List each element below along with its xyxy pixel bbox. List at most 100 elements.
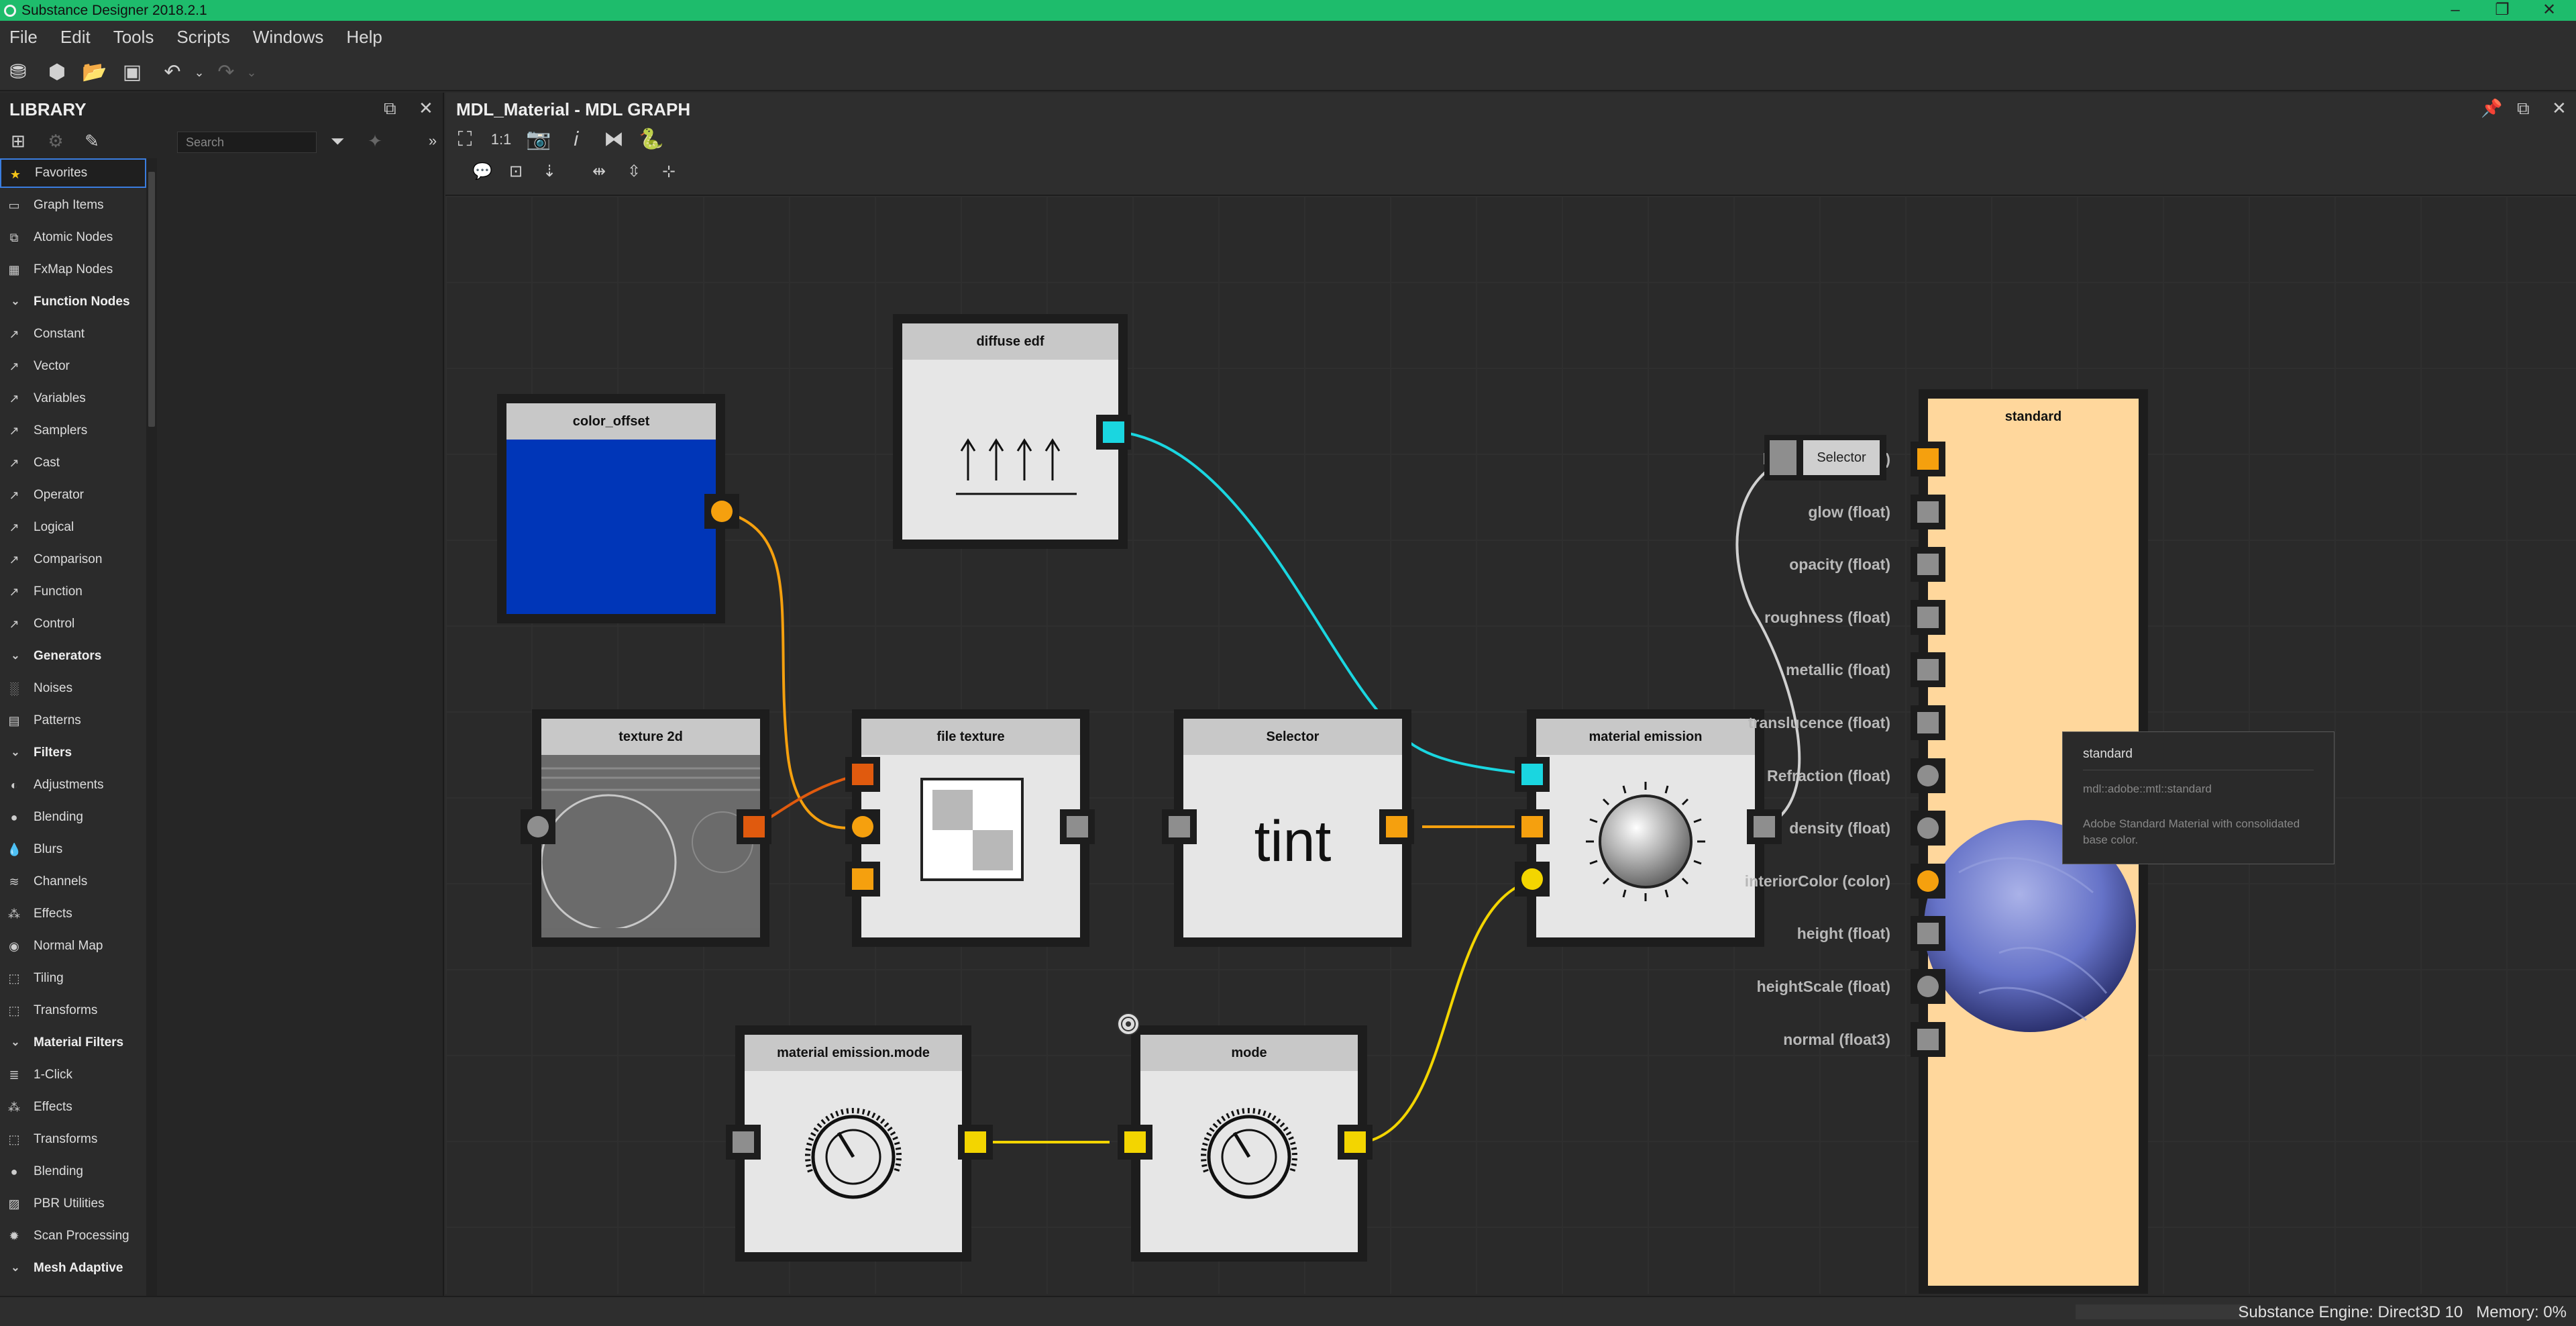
port-texture-2d-in[interactable] [521,809,555,844]
port-selector-out[interactable] [1379,809,1414,844]
port-standard-in-8[interactable] [1911,863,1945,899]
category-scrollbar[interactable] [146,158,157,1296]
library-category-material-filters[interactable]: ⌄Material Filters [0,1028,146,1058]
library-category-noises[interactable]: ░Noises [0,674,146,703]
library-category-logical[interactable]: ↗Logical [0,513,146,542]
settings-icon[interactable]: ⚙ [48,131,64,151]
library-category-mesh-adaptive[interactable]: ⌄Mesh Adaptive [0,1254,146,1283]
library-search-input[interactable]: Search [177,132,317,153]
filter-icon[interactable]: ⏷ [330,131,345,151]
port-emission-in-1[interactable] [1515,757,1550,792]
snap-grid-icon[interactable]: ⊹ [661,162,676,181]
port-emission-mode-out[interactable] [958,1125,993,1160]
library-category-pbr-utilities[interactable]: ▨PBR Utilities [0,1189,146,1219]
library-category-adjustments[interactable]: ◐Adjustments [0,770,146,800]
snapshot-icon[interactable]: 📷 [526,128,551,150]
collapse-icon[interactable]: » [428,132,437,149]
float-graph-icon[interactable]: ⧉ [2517,98,2530,118]
port-texture-2d-out[interactable] [737,809,771,844]
node-standard[interactable]: standard [1919,389,2148,1294]
port-standard-in-7[interactable] [1911,811,1945,846]
new-package-icon[interactable]: ⛃ [9,61,27,83]
menu-edit[interactable]: Edit [60,27,91,47]
library-category-blurs[interactable]: 💧Blurs [0,835,146,864]
library-category-transforms[interactable]: ⬚Transforms [0,996,146,1025]
graph-layout-icon[interactable]: ⧓ [604,128,624,150]
library-category-fxmap-nodes[interactable]: ▦FxMap Nodes [0,255,146,285]
node-material-emission[interactable]: material emission [1527,709,1764,947]
port-emission-in-2[interactable] [1515,809,1550,844]
port-standard-in-11[interactable] [1911,1021,1945,1057]
library-category-operator[interactable]: ↗Operator [0,480,146,510]
add-filter-icon[interactable]: ✦ [368,131,382,151]
edit-icon[interactable]: ✎ [85,131,99,151]
library-category-samplers[interactable]: ↗Samplers [0,416,146,446]
library-category-effects[interactable]: ⁂Effects [0,899,146,929]
restore-icon[interactable]: ❐ [2495,1,2510,19]
redo-icon[interactable]: ↷ [217,61,235,83]
close-window-icon[interactable]: ✕ [2542,1,2557,19]
close-graph-icon[interactable]: ✕ [2552,98,2567,118]
library-category-variables[interactable]: ↗Variables [0,384,146,413]
library-category-transforms[interactable]: ⬚Transforms [0,1125,146,1154]
node-mode[interactable]: mode [1131,1025,1367,1262]
library-category-blending[interactable]: ●Blending [0,1157,146,1186]
library-category-control[interactable]: ↗Control [0,609,146,639]
node-emission-mode[interactable]: material emission.mode [735,1025,971,1262]
port-diffuse-edf-out[interactable] [1096,415,1131,450]
align-horizontal-icon[interactable]: ⇹ [592,162,606,181]
menu-windows[interactable]: Windows [252,27,324,47]
port-mode-out[interactable] [1338,1125,1373,1160]
port-standard-in-3[interactable] [1911,599,1945,635]
menu-scripts[interactable]: Scripts [176,27,230,47]
selector-tag[interactable]: Selector [1764,435,1886,480]
library-category-function-nodes[interactable]: ⌄Function Nodes [0,287,146,317]
port-emission-mode-in[interactable] [726,1125,761,1160]
port-standard-in-10[interactable] [1911,969,1945,1004]
port-selector-in[interactable] [1162,809,1197,844]
library-category-vector[interactable]: ↗Vector [0,352,146,381]
port-file-texture-in-1[interactable] [845,757,880,792]
info-icon[interactable]: 𝑖 [574,128,579,150]
port-emission-in-3[interactable] [1515,862,1550,897]
fit-icon[interactable]: 1:1 [490,131,512,148]
library-category-scan-processing[interactable]: ✹Scan Processing [0,1221,146,1251]
library-category-tiling[interactable]: ⬚Tiling [0,964,146,993]
frame-icon[interactable]: ⊡ [508,162,523,181]
port-file-texture-in-2[interactable] [845,809,880,844]
node-selector[interactable]: Selector tint [1174,709,1411,947]
port-color-offset-out[interactable] [704,494,739,529]
redo-dropdown-icon[interactable]: ⌄ [246,66,257,79]
library-category-channels[interactable]: ≋Channels [0,867,146,897]
save-icon[interactable]: ▣ [122,61,142,83]
library-category-graph-items[interactable]: ▭Graph Items [0,191,146,220]
library-category-constant[interactable]: ↗Constant [0,319,146,349]
node-diffuse-edf[interactable]: diffuse edf [893,314,1128,549]
library-category-blending[interactable]: ●Blending [0,803,146,832]
library-category-1-click[interactable]: ≣1-Click [0,1060,146,1090]
port-standard-in-6[interactable] [1911,758,1945,793]
minimize-icon[interactable]: – [2451,1,2460,19]
port-file-texture-in-3[interactable] [845,862,880,897]
port-standard-in-9[interactable] [1911,916,1945,952]
port-file-texture-out[interactable] [1060,809,1095,844]
pin-node-icon[interactable]: ⇣ [542,162,557,181]
open-icon[interactable]: 📂 [82,61,107,83]
port-mode-in[interactable] [1118,1125,1152,1160]
node-file-texture[interactable]: file texture [852,709,1089,947]
frame-all-icon[interactable]: ⛶ [458,128,472,150]
close-panel-icon[interactable]: ✕ [419,98,433,118]
library-category-function[interactable]: ↗Function [0,577,146,607]
port-standard-in-2[interactable] [1911,547,1945,582]
node-texture-2d[interactable]: texture 2d [532,709,769,947]
align-vertical-icon[interactable]: ⇳ [627,162,641,181]
menu-tools[interactable]: Tools [113,27,154,47]
python-icon[interactable]: 🐍 [639,128,664,150]
port-standard-in-1[interactable] [1911,494,1945,529]
port-standard-in-5[interactable] [1911,705,1945,740]
library-category-filters[interactable]: ⌄Filters [0,738,146,768]
library-category-normal-map[interactable]: ◉Normal Map [0,931,146,961]
node-color-offset[interactable]: color_offset [497,394,725,623]
graph-canvas[interactable]: color_offset diffuse edf texture 2d [445,196,2576,1294]
library-category-favorites[interactable]: ★Favorites [0,158,146,188]
